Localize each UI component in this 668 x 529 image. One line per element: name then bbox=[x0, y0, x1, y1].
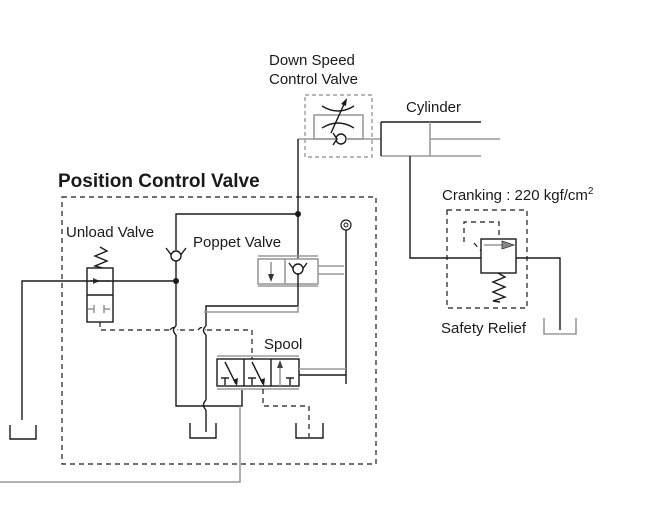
cranking-pressure-label: Cranking : 220 kgf/cm2 bbox=[442, 186, 594, 204]
poppet-arrow-icon bbox=[268, 274, 274, 282]
adjustable-arrowhead-icon bbox=[341, 98, 347, 106]
relief-to-tank-line bbox=[516, 257, 561, 330]
spool-pos3-arrow-icon bbox=[277, 360, 283, 368]
pump-inlet-line bbox=[0, 406, 241, 483]
left-tank-icon bbox=[9, 425, 37, 440]
throttle-arc-bottom bbox=[321, 122, 355, 129]
poppet-check-ball-icon bbox=[292, 263, 304, 275]
line-crossover-a bbox=[172, 325, 177, 336]
unload-spring-icon bbox=[92, 246, 109, 269]
down-speed-valve-boundary bbox=[304, 94, 373, 158]
cylinder-label: Cylinder bbox=[406, 99, 461, 116]
down-speed-control-valve bbox=[298, 94, 381, 158]
position-control-valve-boundary bbox=[61, 196, 377, 465]
right-inner-tank-icon bbox=[295, 423, 324, 439]
check-valve-ball-icon bbox=[170, 250, 182, 262]
pilot-crossover-2 bbox=[197, 326, 207, 331]
position-control-valve-title: Position Control Valve bbox=[58, 171, 260, 192]
spool-pos1-arrow-icon bbox=[233, 378, 238, 386]
relief-flow-arrowhead-icon bbox=[501, 240, 516, 250]
poppet-to-spool-line bbox=[205, 275, 299, 326]
unload-valve bbox=[86, 246, 114, 323]
unload-to-left-tank-line bbox=[21, 280, 176, 420]
safety-relief-label: Safety Relief bbox=[441, 320, 527, 337]
spool-label: Spool bbox=[264, 336, 302, 353]
down-speed-label-line1: Down Speed bbox=[269, 52, 355, 69]
throttle-arc-top bbox=[321, 105, 355, 112]
cylinder bbox=[380, 121, 500, 157]
manual-lever-inner-icon bbox=[343, 222, 349, 228]
poppet-valve-body bbox=[257, 258, 319, 285]
spool-valve bbox=[216, 355, 346, 390]
check-seat-icon bbox=[332, 132, 338, 146]
spool-pos2-arrow-icon bbox=[260, 378, 265, 386]
spool-drain-line bbox=[262, 389, 310, 437]
adjustable-arrow-icon bbox=[330, 101, 346, 134]
check-valve-to-main-line bbox=[175, 213, 298, 250]
safety-relief-boundary bbox=[446, 209, 528, 309]
line-crossover-b bbox=[202, 325, 207, 336]
line-crossover-c bbox=[202, 399, 207, 411]
poppet-valve-label: Poppet Valve bbox=[193, 234, 281, 251]
safety-relief-tank-icon bbox=[543, 318, 577, 335]
unload-junction-to-spool-line bbox=[175, 335, 243, 407]
unload-pilot-line bbox=[99, 322, 170, 331]
poppet-gray-link bbox=[204, 306, 299, 313]
center-tank-icon bbox=[189, 423, 217, 439]
unload-valve-label: Unload Valve bbox=[66, 224, 154, 241]
safety-relief-valve bbox=[446, 209, 577, 335]
down-speed-label-line2: Control Valve bbox=[269, 71, 358, 88]
pilot-line bbox=[463, 221, 500, 242]
unload-pilot-to-spool bbox=[207, 329, 253, 362]
cylinder-to-relief-line bbox=[409, 156, 481, 259]
relief-spring-icon bbox=[491, 272, 507, 303]
poppet-valve bbox=[257, 255, 344, 287]
